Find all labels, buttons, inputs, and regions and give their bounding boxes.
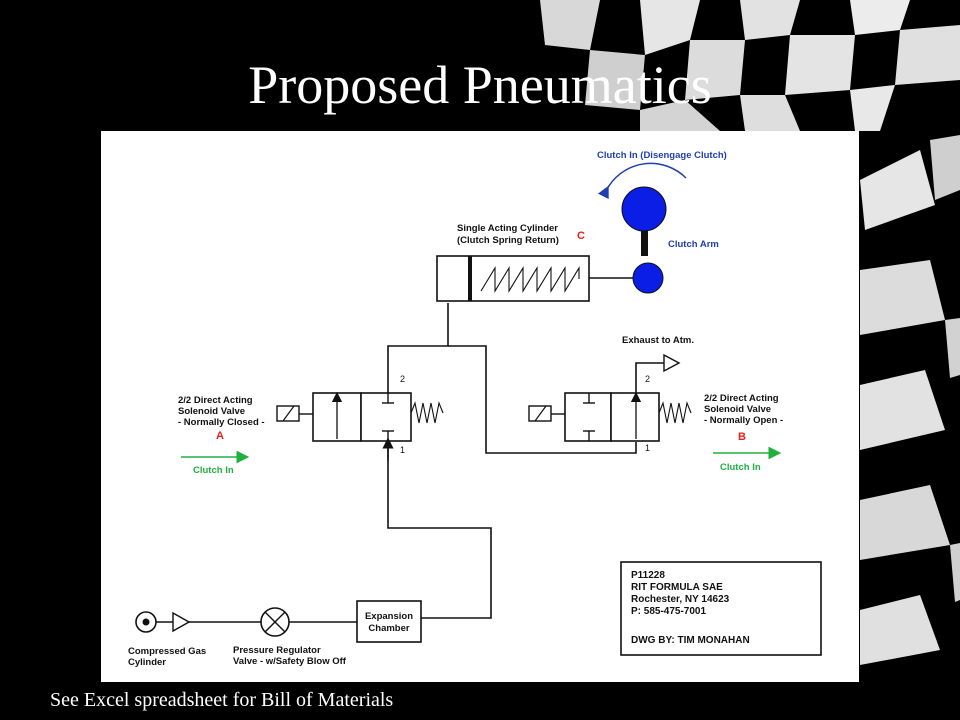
valve-a-tag: A [216, 430, 224, 442]
valve-b-label-line2: Solenoid Valve [704, 404, 771, 415]
valve-a-flow-label: Clutch In [193, 465, 234, 476]
valve-b-port-2: 2 [645, 374, 650, 384]
valve-b-port-1: 1 [645, 443, 650, 453]
title-block-drawn-by: DWG BY: TIM MONAHAN [631, 635, 750, 646]
valve-a-label-line3: - Normally Closed - [178, 417, 265, 428]
slide-title: Proposed Pneumatics [248, 55, 712, 115]
regulator-label-line1: Pressure Regulator [233, 645, 321, 656]
valve-b-flow-label: Clutch In [720, 462, 761, 473]
valve-b-label-line1: 2/2 Direct Acting [704, 393, 779, 404]
cylinder-title-line1: Single Acting Cylinder [457, 223, 558, 234]
supply-chain [135, 600, 422, 643]
clutch-rotation-label: Clutch In (Disengage Clutch) [597, 150, 727, 161]
schematic-panel: Single Acting Cylinder (Clutch Spring Re… [101, 131, 859, 682]
solenoid-valve-b [528, 353, 692, 442]
exhaust-label: Exhaust to Atm. [622, 335, 694, 346]
valve-b-tag: B [738, 431, 746, 443]
source-label-line2: Cylinder [128, 657, 166, 668]
footnote: See Excel spreadsheet for Bill of Materi… [50, 689, 394, 711]
chamber-label-line1: Expansion [365, 611, 413, 622]
cylinder-tag: C [577, 230, 585, 242]
title-block-line1: P11228 [631, 570, 665, 581]
clutch-arm-label: Clutch Arm [668, 239, 719, 250]
single-acting-cylinder [436, 255, 639, 302]
title-block [620, 561, 822, 656]
cylinder-title-line2: (Clutch Spring Return) [457, 235, 559, 246]
valve-a-label-line1: 2/2 Direct Acting [178, 395, 253, 406]
chamber-label-line2: Chamber [368, 623, 409, 634]
regulator-label-line2: Valve - w/Safety Blow Off [233, 656, 347, 667]
title-block-line3: Rochester, NY 14623 [631, 594, 730, 605]
source-label-line1: Compressed Gas [128, 646, 206, 657]
title-block-line4: P: 585-475-7001 [631, 606, 706, 617]
pneumatic-schematic: Single Acting Cylinder (Clutch Spring Re… [128, 150, 822, 668]
valve-b-label-line3: - Normally Open - [704, 415, 783, 426]
pneumatic-lines [387, 303, 664, 619]
valve-a-label-line2: Solenoid Valve [178, 406, 245, 417]
solenoid-valve-a [276, 391, 444, 461]
valve-a-port-1: 1 [400, 445, 405, 455]
title-block-line2: RIT FORMULA SAE [631, 582, 723, 593]
clutch-arm [597, 162, 687, 294]
valve-a-port-2: 2 [400, 374, 405, 384]
